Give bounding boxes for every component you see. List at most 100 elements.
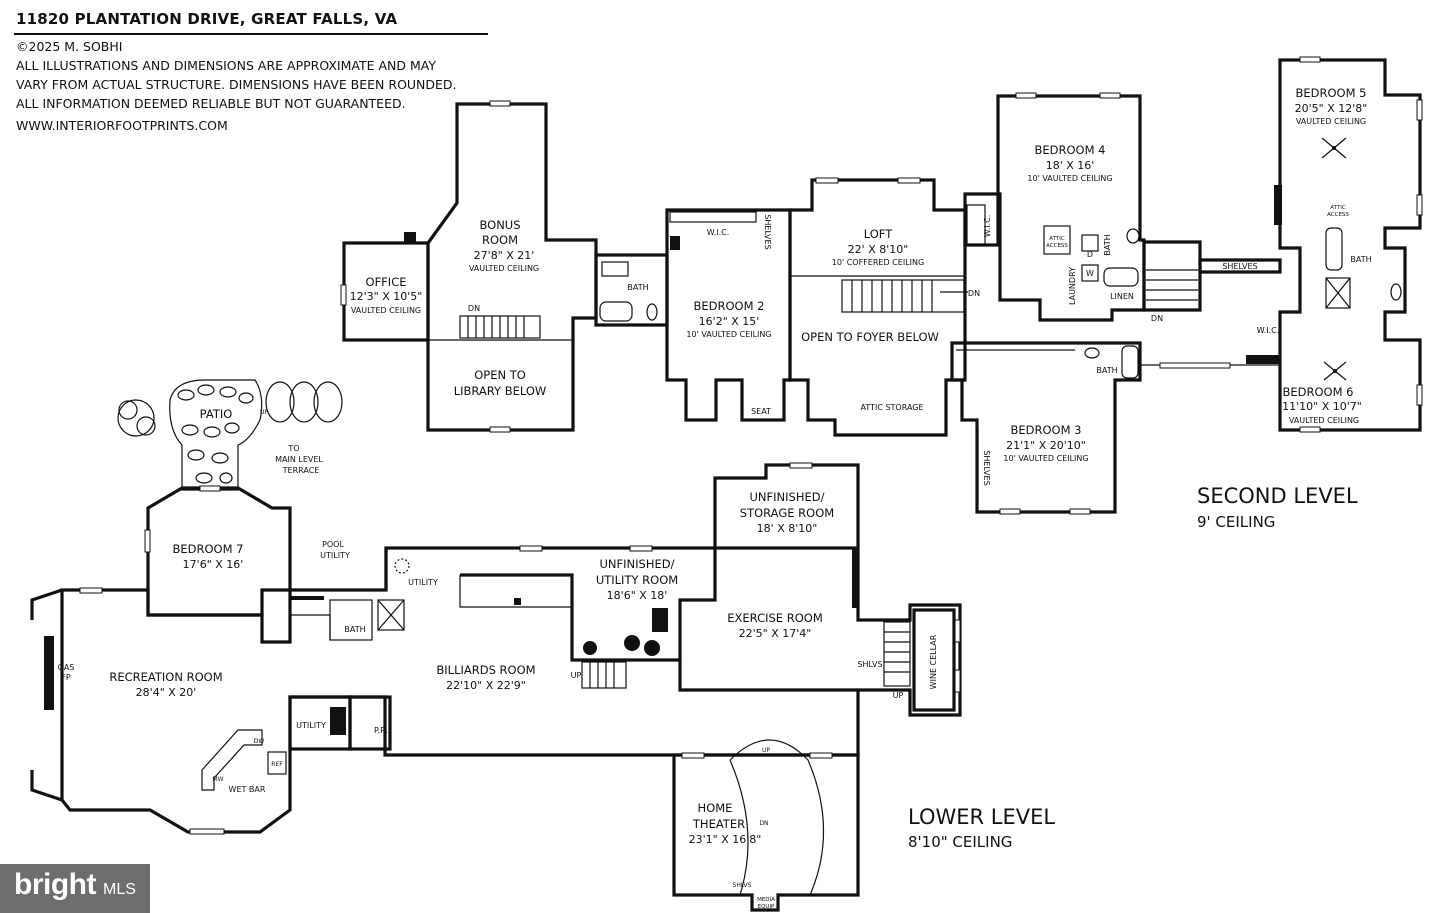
loft-note: 10' COFFERED CEILING <box>832 258 924 267</box>
bath-3-label: BATH <box>1096 366 1117 375</box>
terrace-line-2: MAIN LEVEL <box>275 455 323 464</box>
hall-stair-walls <box>1142 240 1202 312</box>
open-to-foyer: OPEN TO FOYER BELOW <box>801 330 939 344</box>
bonus-room-note: VAULTED CEILING <box>469 264 539 273</box>
bright-mls-badge: bright MLS <box>0 864 150 913</box>
disclaimer-line-1: ALL ILLUSTRATIONS AND DIMENSIONS ARE APP… <box>16 58 436 73</box>
bonus-room-name-2: ROOM <box>482 233 518 247</box>
bath-56-label: BATH <box>1350 255 1371 264</box>
billiards-room-name: BILLIARDS ROOM <box>436 663 535 677</box>
title-underline <box>14 33 488 35</box>
second-level-fixtures <box>340 56 1423 515</box>
shrub-icon <box>117 399 156 437</box>
attic-access-1-b: ACCESS <box>1046 243 1068 249</box>
office-note: VAULTED CEILING <box>351 306 421 315</box>
copyright-line: ©2025 M. SOBHI <box>16 39 123 54</box>
exercise-stair-up: UP <box>893 691 904 700</box>
seat-label: SEAT <box>751 407 771 416</box>
bedroom-6-wic: W.I.C. <box>1257 326 1280 335</box>
wet-bar-label: WET BAR <box>229 785 266 794</box>
office-name: OFFICE <box>366 275 407 289</box>
unfinished-storage-1: UNFINISHED/ <box>750 490 825 504</box>
loft-name: LOFT <box>864 227 893 241</box>
exercise-shlvs: SHLVS <box>857 660 882 669</box>
terrace-steps <box>265 381 343 423</box>
wine-cellar-label: WINE CELLAR <box>929 634 938 689</box>
linen-label: LINEN <box>1110 292 1134 301</box>
second-level-labels: OFFICE 12'3" X 10'5" VAULTED CEILING BON… <box>350 86 1372 531</box>
open-to-library-1: OPEN TO <box>474 368 526 382</box>
bedroom-3-shelves: SHELVES <box>982 450 991 485</box>
bedroom-2-dims: 16'2" X 15' <box>699 315 760 328</box>
patio-up: UP <box>260 409 268 416</box>
media-equip-2: EQUIP <box>758 904 775 910</box>
terrace-line-1: TO <box>287 444 299 453</box>
home-theater-1: HOME <box>698 801 733 815</box>
bedroom-5-dims: 20'5" X 12'8" <box>1295 102 1368 115</box>
unfinished-storage-2: STORAGE ROOM <box>740 506 834 520</box>
office-chimney <box>404 232 416 243</box>
bedroom-5-note: VAULTED CEILING <box>1296 117 1366 126</box>
dryer-label: D <box>1087 250 1093 259</box>
ceiling-fan-icon <box>1321 137 1347 159</box>
exercise-room-name: EXERCISE ROOM <box>727 611 823 625</box>
lower-level-ceiling: 8'10" CEILING <box>908 833 1012 851</box>
home-theater-dims: 23'1" X 16'8" <box>689 833 762 846</box>
bedroom-4-name: BEDROOM 4 <box>1035 143 1106 157</box>
recreation-room-name: RECREATION ROOM <box>109 670 222 684</box>
wine-cellar-walls <box>912 608 956 712</box>
loft-dims: 22' X 8'10" <box>848 243 909 256</box>
website-line: WWW.INTERIORFOOTPRINTS.COM <box>16 118 228 133</box>
pool-utility-1: POOL <box>322 540 344 549</box>
bedroom-2-name: BEDROOM 2 <box>694 299 765 313</box>
terrace-line-3: TERRACE <box>282 466 320 475</box>
patio-label: PATIO <box>200 407 233 421</box>
utility-mid-label: UTILITY <box>296 721 326 730</box>
bath-4-label: BATH <box>1103 234 1112 255</box>
theater-dn: DN <box>759 820 768 827</box>
bedroom-6-dims: 11'10" X 10'7" <box>1282 400 1362 413</box>
bedroom-3-name: BEDROOM 3 <box>1011 423 1082 437</box>
ceiling-fan-icon <box>1323 361 1347 381</box>
bedroom-2-note: 10' VAULTED CEILING <box>686 330 771 339</box>
home-theater-2: THEATER <box>692 817 745 831</box>
exercise-room-dims: 22'5" X 17'4" <box>739 627 812 640</box>
media-equip-1: MEDIA <box>757 897 775 903</box>
powder-room-label: P.R. <box>374 726 388 735</box>
disclaimer-line-2: VARY FROM ACTUAL STRUCTURE. DIMENSIONS H… <box>16 77 457 92</box>
mls-logo-text: MLS <box>103 881 136 898</box>
billiards-room-dims: 22'10" X 22'9" <box>446 679 526 692</box>
unfinished-storage-dims: 18' X 8'10" <box>757 522 818 535</box>
bedroom-4-note: 10' VAULTED CEILING <box>1027 174 1112 183</box>
hall-stair-dn: DN <box>1151 314 1163 323</box>
bonus-stair-dn: DN <box>468 304 480 313</box>
microwave-label: MW <box>212 776 223 783</box>
lower-level-title: LOWER LEVEL <box>908 805 1055 829</box>
second-level-title: SECOND LEVEL <box>1197 484 1358 508</box>
bonus-room-dims: 27'8" X 21' <box>474 249 535 262</box>
bright-logo-word: bright <box>14 868 96 901</box>
plan-address-title: 11820 PLANTATION DRIVE, GREAT FALLS, VA <box>16 10 398 28</box>
open-to-library-2: LIBRARY BELOW <box>454 384 547 398</box>
bedroom-7-dims: 17'6" X 16' <box>183 558 244 571</box>
bedroom-3-note: 10' VAULTED CEILING <box>1003 454 1088 463</box>
bedroom-2-shelves: SHELVES <box>763 214 772 249</box>
bedroom-3-dims: 21'1" X 20'10" <box>1006 439 1086 452</box>
bedroom-2-wic: W.I.C. <box>707 228 730 237</box>
unfinished-utility-1: UNFINISHED/ <box>600 557 675 571</box>
attic-access-2-b: ACCESS <box>1327 212 1349 218</box>
loft-stair-dn: DN <box>968 289 980 298</box>
bonus-room-name-1: BONUS <box>479 218 520 232</box>
lower-level-outline <box>60 463 962 834</box>
lower-level-labels: PATIO UP TO MAIN LEVEL TERRACE BEDROOM 7… <box>58 407 1056 910</box>
bath-7-label: BATH <box>344 625 365 634</box>
unfinished-utility-dims: 18'6" X 18' <box>607 589 668 602</box>
utility-top-label: UTILITY <box>408 578 438 587</box>
powder-room-walls <box>348 695 392 751</box>
bedroom-3-walls <box>950 341 1142 514</box>
bedroom-6-name: BEDROOM 6 <box>1283 385 1354 399</box>
gas-fp-2: FP <box>61 673 71 682</box>
bedroom-6-note: VAULTED CEILING <box>1289 416 1359 425</box>
bedroom-4-dims: 18' X 16' <box>1046 159 1095 172</box>
